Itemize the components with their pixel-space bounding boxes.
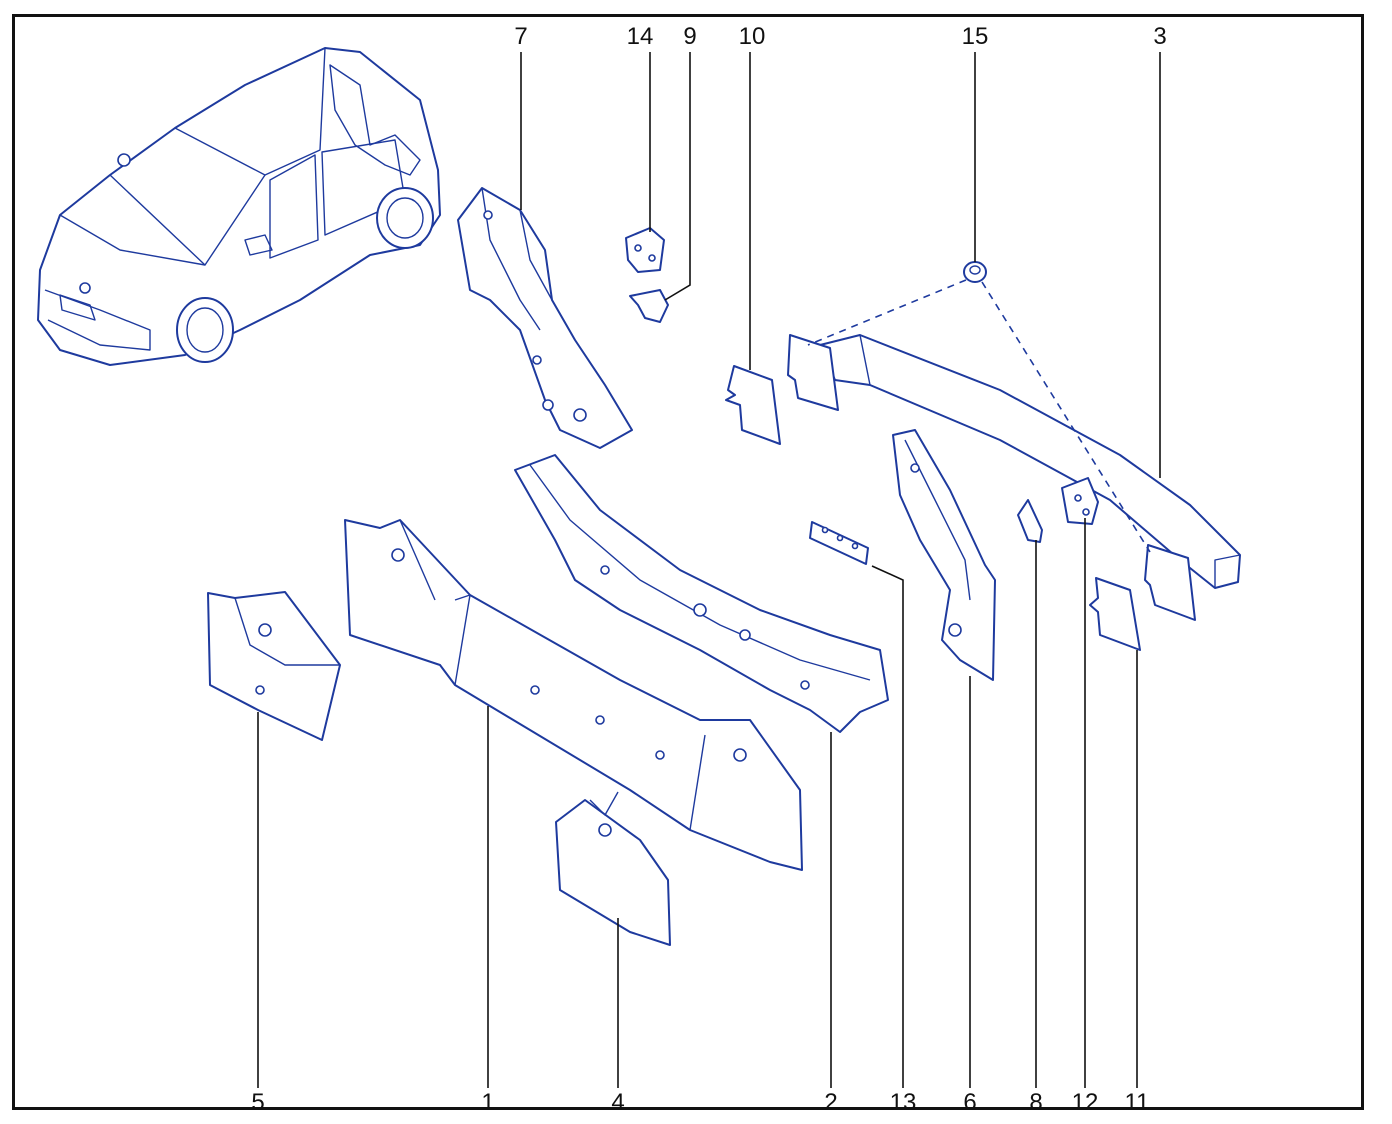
callout-4: 4	[611, 1089, 625, 1116]
callout-12: 12	[1071, 1089, 1099, 1116]
part-9	[629, 289, 669, 323]
part-5	[207, 591, 341, 741]
callout-13: 13	[889, 1089, 917, 1116]
part-6	[892, 429, 996, 681]
dashed-arrow-left	[807, 279, 967, 346]
leader-lines	[257, 52, 1161, 1088]
callout-11: 11	[1124, 1089, 1150, 1116]
dashed-arrow-right	[981, 281, 1151, 553]
part-7	[457, 187, 633, 449]
callout-6: 6	[963, 1089, 977, 1116]
part-1	[344, 519, 803, 871]
callout-14: 14	[626, 23, 654, 50]
callout-3: 3	[1153, 23, 1167, 50]
part-12	[1061, 477, 1099, 525]
callout-2: 2	[824, 1089, 838, 1116]
callout-5: 5	[251, 1089, 265, 1116]
callout-8: 8	[1029, 1089, 1043, 1116]
part-8	[1017, 499, 1043, 543]
part-14	[625, 227, 665, 273]
callout-9: 9	[683, 23, 697, 50]
part-4	[555, 791, 671, 946]
callout-15: 15	[961, 23, 989, 50]
part-15	[963, 261, 987, 283]
part-10	[725, 365, 781, 445]
vehicle-overview	[37, 47, 441, 366]
part-3	[787, 334, 1241, 621]
callout-7: 7	[514, 23, 528, 50]
callout-10: 10	[738, 23, 766, 50]
callout-1: 1	[481, 1089, 495, 1116]
part-11	[1089, 577, 1141, 651]
part-2	[514, 454, 889, 733]
part-13	[809, 521, 869, 565]
